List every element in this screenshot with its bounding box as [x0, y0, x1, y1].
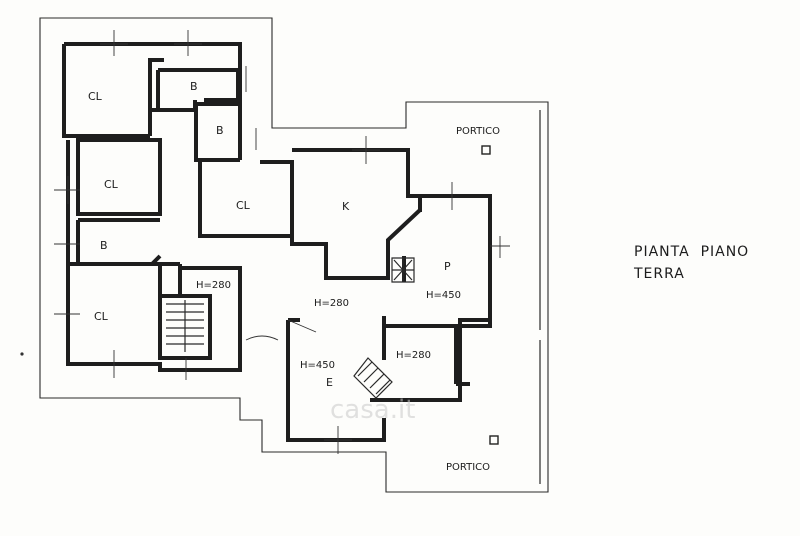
- height-label-stair: H=280: [196, 280, 231, 291]
- plan-title-line1: PIANTA PIANO: [634, 244, 749, 260]
- plan-title-line2: TERRA: [633, 266, 685, 282]
- room-label-cl-center: CL: [236, 199, 251, 212]
- spiral-stair: [391, 257, 415, 283]
- room-cl-center-walls: [198, 158, 294, 238]
- portico-label-bottom: PORTICO: [446, 462, 490, 473]
- height-label-hall: H=280: [314, 298, 349, 309]
- height-label-p: H=450: [426, 290, 461, 301]
- room-cl-mid-walls: [76, 138, 162, 216]
- room-label-e: E: [326, 376, 333, 389]
- room-label-cl-top: CL: [88, 90, 103, 103]
- room-label-cl-bottom-left: CL: [94, 310, 109, 323]
- room-label-k: K: [342, 200, 350, 213]
- stair-diagonal: [353, 357, 393, 399]
- plan-dot-marker: [20, 352, 24, 356]
- room-b-left-walls: [76, 218, 162, 266]
- room-label-b-mid: B: [216, 124, 224, 137]
- height-label-e: H=450: [300, 360, 335, 371]
- room-label-b-left: B: [100, 239, 108, 252]
- room-right-walls: [384, 324, 470, 386]
- portico-columns: [481, 145, 499, 445]
- stair-block-walls: [158, 264, 242, 360]
- room-label-p: P: [444, 260, 451, 273]
- room-label-b-top: B: [190, 80, 198, 93]
- room-label-cl-mid-left: CL: [104, 178, 119, 191]
- room-b-top-walls: [156, 68, 240, 110]
- door-swing-entry: [245, 335, 279, 341]
- door-swing-hall: [287, 319, 317, 333]
- height-label-right: H=280: [396, 350, 431, 361]
- window-markers: [54, 30, 510, 454]
- watermark-text: casa.it: [330, 395, 415, 425]
- stair-treads: [166, 300, 204, 352]
- room-k-walls: [290, 148, 422, 280]
- room-p-walls: [382, 194, 492, 328]
- terrace-outline: [39, 17, 549, 493]
- portico-label-top: PORTICO: [456, 126, 500, 137]
